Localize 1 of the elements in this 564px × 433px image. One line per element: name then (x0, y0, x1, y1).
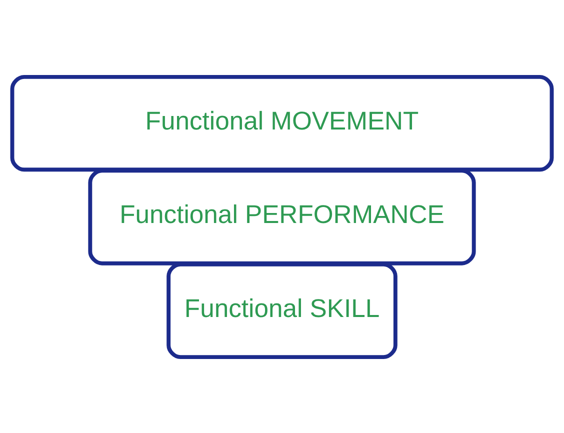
node-box: Functional MOVEMENT (10, 74, 554, 172)
